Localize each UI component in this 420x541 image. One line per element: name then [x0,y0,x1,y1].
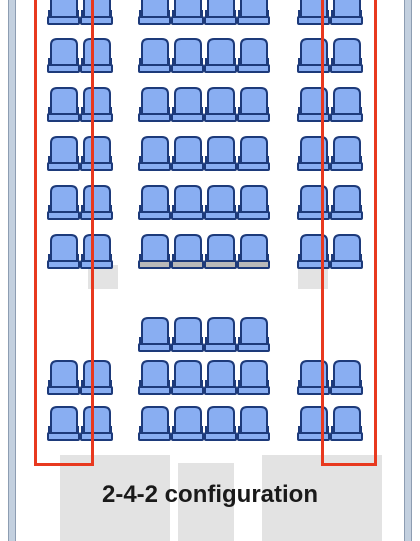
airline-seat-icon [138,136,171,171]
airline-seat-icon [330,234,363,269]
airline-seat-icon [171,38,204,73]
airline-seat-icon [80,406,113,441]
airline-seat-icon [204,234,237,269]
airline-seat-icon [297,406,330,441]
airline-seat-icon [80,185,113,220]
airline-seat-icon [47,38,80,73]
airline-seat-icon [297,185,330,220]
airline-seat-icon [138,87,171,122]
airline-seat-icon [171,406,204,441]
airline-seat-icon [47,406,80,441]
airline-seat-icon [237,360,270,395]
airline-seat-icon [204,0,237,25]
airline-seat-icon [204,87,237,122]
airline-seat-icon [237,0,270,25]
airline-seat-icon [47,185,80,220]
airline-seat-icon [204,136,237,171]
fuselage-wall-right [404,0,412,541]
airline-seat-icon [237,406,270,441]
airline-seat-icon [237,185,270,220]
airline-seat-icon [80,136,113,171]
airline-seat-icon [47,87,80,122]
airline-seat-icon [297,0,330,25]
airline-seat-icon [171,87,204,122]
background-block [262,455,382,541]
background-block [60,455,170,541]
airline-seat-icon [80,38,113,73]
airline-seat-icon [204,38,237,73]
window-seats-highlight-right [321,0,377,466]
airline-seat-icon [138,406,171,441]
airline-seat-icon [80,360,113,395]
airline-seat-icon [47,234,80,269]
configuration-caption: 2-4-2 configuration [101,481,318,508]
airline-seat-icon [47,360,80,395]
airline-seat-icon [330,87,363,122]
airline-seat-icon [47,136,80,171]
airline-seat-icon [171,234,204,269]
airline-seat-icon [80,0,113,25]
airline-seat-icon [138,360,171,395]
airline-seat-icon [80,234,113,269]
fuselage-wall-left [8,0,16,541]
window-seats-highlight-left [34,0,94,466]
airline-seat-icon [204,317,237,352]
airline-seat-icon [171,136,204,171]
airline-seat-icon [330,0,363,25]
airline-seat-icon [330,38,363,73]
airline-seat-icon [237,87,270,122]
airline-seat-icon [237,234,270,269]
airline-seat-icon [138,38,171,73]
airline-seat-icon [204,185,237,220]
airline-seat-icon [330,185,363,220]
airline-seat-icon [171,317,204,352]
airline-seat-icon [237,317,270,352]
airline-seat-icon [204,406,237,441]
airline-seat-icon [171,0,204,25]
airline-seat-icon [330,406,363,441]
airline-seat-icon [330,360,363,395]
airline-seat-icon [171,360,204,395]
airline-seat-icon [80,87,113,122]
airline-seat-icon [237,38,270,73]
airline-seat-icon [237,136,270,171]
airline-seat-icon [138,234,171,269]
airline-seat-icon [204,360,237,395]
airline-seat-icon [330,136,363,171]
airline-seat-icon [171,185,204,220]
background-block [178,463,234,541]
airline-seat-icon [138,317,171,352]
airline-seat-icon [47,0,80,25]
airline-seat-icon [138,185,171,220]
airline-seat-icon [138,0,171,25]
